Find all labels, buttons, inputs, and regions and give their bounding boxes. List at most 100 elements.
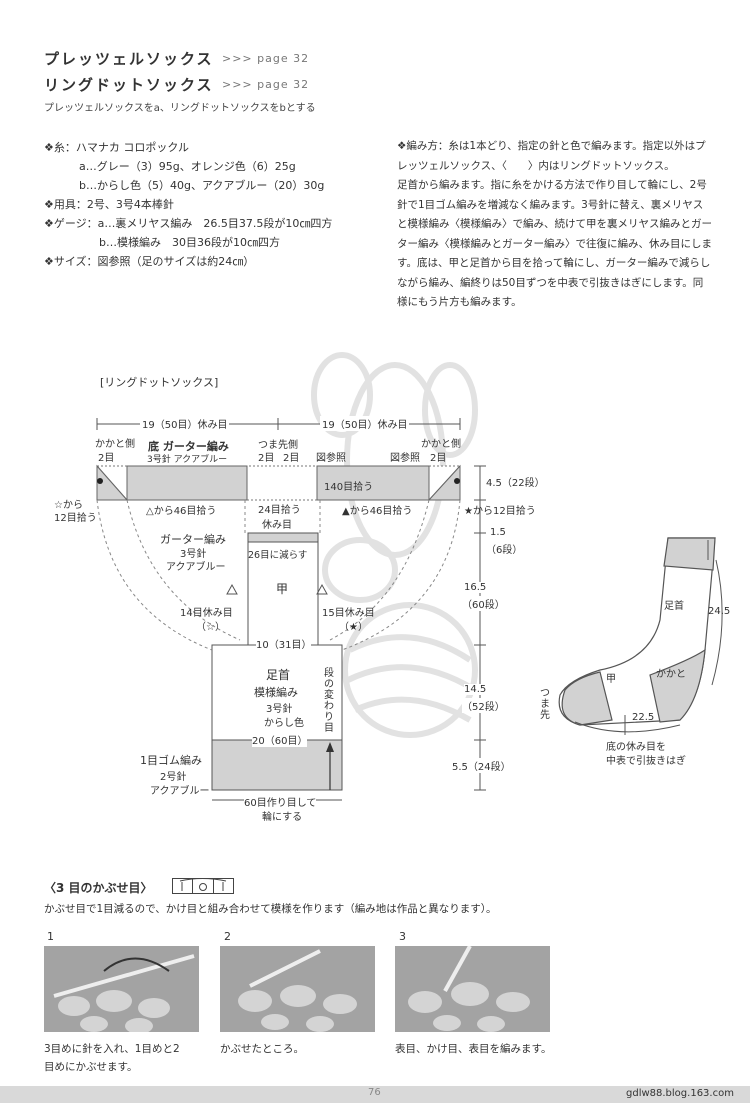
- howto-line: 足首から編みます。指に糸をかける方法で作り目して輪にし、2号: [397, 179, 707, 191]
- ringdot-sock-diagram: [96, 418, 723, 801]
- dim-165: 16.5: [464, 582, 487, 593]
- sock-245: 24.5: [708, 606, 731, 617]
- howto-line: 針で1目ゴム編みを増減なく編みます。3号針に替え、裏メリヤス: [397, 198, 704, 211]
- step-1-caption-2: 目めにかぶせます。: [44, 1061, 138, 1073]
- diagram-title: [リングドットソックス]: [100, 376, 219, 389]
- sole-title: 底 ガーター編み: [148, 440, 229, 453]
- sock-illustration-shape: [558, 537, 716, 726]
- tools-line: ❖用具：2号、3号4本棒針: [44, 198, 174, 211]
- stitch-symbol-icon: [172, 878, 234, 894]
- materials: ❖糸：ハマナカ コロポックル a…グレー（3）95g、オレンジ色（6）25g b…: [44, 138, 374, 271]
- rest-14: 14目休み目: [180, 608, 233, 619]
- heel-side-right-2: 2目: [430, 453, 447, 464]
- row-change: 段の変わり目: [324, 668, 334, 734]
- dim-15b: （6段）: [486, 545, 523, 556]
- howto-line: レッツェルソックス、〈 〉内はリングドットソックス。: [397, 159, 675, 172]
- page-ref-2: >>> page 32: [222, 78, 310, 91]
- page-number: 76: [368, 1087, 381, 1098]
- top-right-rest: 19（50目）休み目: [320, 416, 410, 431]
- toe-side: つま先側: [258, 440, 298, 451]
- title-ringdot-socks: リングドットソックス: [44, 76, 214, 94]
- sock-note-1: 底の休み目を: [606, 742, 666, 753]
- sock-heel: かかと: [656, 669, 686, 680]
- step-1-photo: [44, 946, 199, 1032]
- ref-a: 図参照: [316, 453, 346, 464]
- howto-line: ながら編み、編終りは50目ずつを中表で引抜きはぎにします。同: [397, 276, 704, 289]
- dim-45: 4.5（22段）: [486, 478, 545, 489]
- howto-line: ター編み〈模様編みとガーター編み〉で往復に編み、休み目にしま: [397, 237, 712, 250]
- sock-note-2: 中表で引抜きはぎ: [606, 756, 686, 767]
- pick-24: 24目拾う: [258, 505, 301, 516]
- instep-label: 甲: [276, 582, 289, 596]
- title-pretzel-socks: プレッツェルソックス: [44, 50, 214, 68]
- fill-46: ▲から46目拾う: [342, 506, 413, 517]
- howto-line: ❖編み方：糸は1本どり、指定の針と色で編みます。指定以外はプ: [397, 140, 706, 152]
- page-ref-1: >>> page 32: [222, 52, 310, 65]
- star-left-2: 12目拾う: [54, 513, 97, 524]
- star-left-1: ☆から: [54, 500, 83, 511]
- rest-15: 15目休み目: [322, 608, 375, 619]
- yarn-line: ❖糸：ハマナカ コロポックル: [44, 141, 190, 154]
- footer-bar: [0, 1086, 750, 1103]
- ankle-needle: 3号針: [266, 704, 293, 715]
- step-2-caption: かぶせたところ。: [220, 1043, 304, 1055]
- pick-140: 140目拾う: [324, 482, 374, 493]
- subtitle: プレッツェルソックスをa、リングドットソックスをbとする: [44, 103, 316, 114]
- dim-165b: （60段）: [462, 596, 505, 611]
- dim-55: 5.5（24段）: [452, 758, 511, 773]
- ten-31: 10（31目）: [256, 636, 312, 651]
- rest-15-mark: （★）: [339, 622, 368, 633]
- dim-145b: （52段）: [462, 698, 505, 713]
- dim-145: 14.5: [464, 684, 487, 695]
- sock-ankle: 足首: [664, 601, 684, 612]
- gauge-a: ❖ゲージ：a…裏メリヤス編み 26.5目37.5段が10㎝四方: [44, 217, 333, 230]
- watermark-cactus-yarn: [311, 352, 478, 738]
- step-3-caption: 表目、かけ目、表目を編みます。: [395, 1043, 552, 1055]
- ankle-color: からし色: [264, 718, 304, 729]
- rib-needle: 2号針: [160, 772, 187, 783]
- howto-line: す。底は、甲と足首から目を拾って輪にし、ガーター編みで減らし: [397, 257, 711, 269]
- section-desc: かぶせ目で1目減るので、かけ目と組み合わせて模様を作ります（編み地は作品と異なり…: [44, 903, 497, 915]
- howto-line: 様にもう片方も編みます。: [397, 296, 522, 308]
- section-title: 〈3 目のかぶせ目〉: [44, 881, 153, 895]
- yarn-b: b…からし色（5）40g、アクアブルー（20）30g: [79, 179, 325, 192]
- cast-on-2: 輪にする: [262, 812, 303, 823]
- site-watermark: gdlw88.blog.163.com: [626, 1088, 734, 1099]
- ankle-pattern: 模様編み: [254, 686, 298, 699]
- garter-color: アクアブルー: [166, 562, 226, 573]
- sole-sub: 3号針 アクアブルー: [147, 455, 228, 465]
- toe-2b: 2目: [283, 453, 300, 464]
- howto-text: ❖編み方：糸は1本どり、指定の針と色で編みます。指定以外はプ レッツェルソックス…: [397, 137, 742, 313]
- sock-225: 22.5: [632, 712, 655, 723]
- step-2-number: 2: [224, 930, 231, 943]
- howto-line: と模様編み〈模様編み〉で編み、続けて甲を裏メリヤス編みとガー: [397, 218, 712, 230]
- yarn-a: a…グレー（3）95g、オレンジ色（6）25g: [79, 160, 296, 173]
- heel-side-left: かかと側: [95, 439, 135, 450]
- dim-15: 1.5: [490, 527, 506, 538]
- top-left-rest: 19（50目）休み目: [140, 416, 230, 431]
- twenty-60: 20（60目）: [252, 732, 308, 747]
- step-1-caption-1: 3目めに針を入れ、1目めと2: [44, 1043, 180, 1055]
- step-2-photo: [220, 946, 375, 1032]
- rib-title: 1目ゴム編み: [140, 754, 202, 767]
- sock-toe: つま先: [540, 688, 550, 721]
- ref-b: 図参照: [390, 453, 420, 464]
- rest-14-mark: （☆）: [196, 622, 225, 633]
- rib-color: アクアブルー: [150, 786, 210, 797]
- sock-instep: 甲: [606, 674, 616, 685]
- toe-2a: 2目: [258, 453, 275, 464]
- tri-46: △から46目拾う: [146, 506, 217, 517]
- garter-title: ガーター編み: [160, 533, 226, 546]
- pick-24-rest: 休み目: [262, 520, 292, 531]
- heel-side-left-2: 2目: [98, 453, 115, 464]
- gauge-b: b…模様編み 30目36段が10㎝四方: [99, 236, 280, 249]
- cast-on-1: 60目作り目して: [244, 794, 317, 809]
- heel-side-right: かかと側: [421, 439, 461, 450]
- size-line: ❖サイズ：図参照（足のサイズは約24㎝）: [44, 255, 255, 268]
- garter-needle: 3号針: [180, 549, 207, 560]
- step-3-number: 3: [399, 930, 406, 943]
- step-3-photo: [395, 946, 550, 1032]
- dec-26: 26目に減らす: [248, 550, 308, 561]
- step-1-number: 1: [47, 930, 54, 943]
- star-right: ★から12目拾う: [464, 506, 536, 517]
